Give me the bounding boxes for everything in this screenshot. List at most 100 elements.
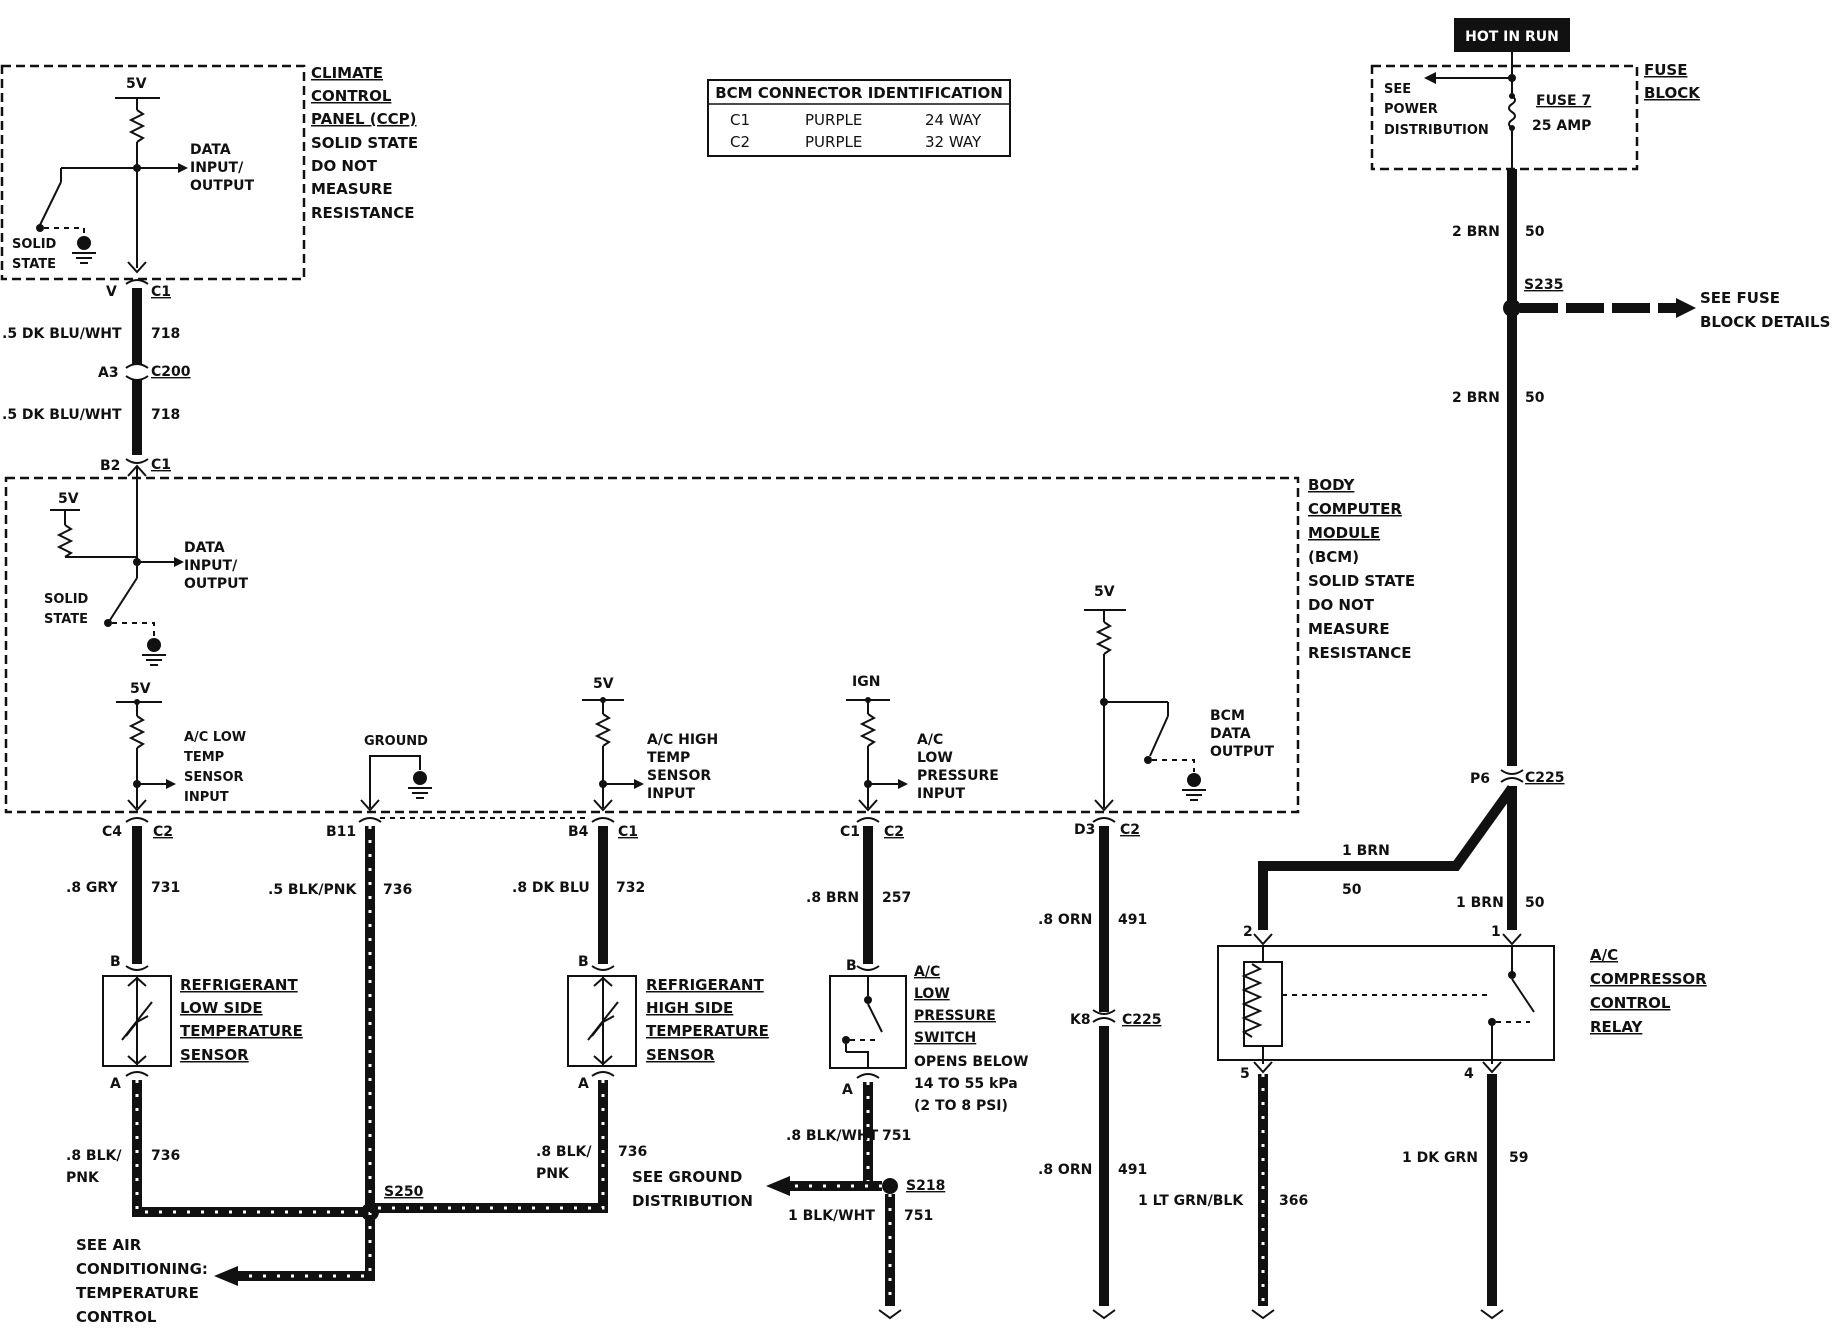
- conn-label: C2: [884, 824, 904, 840]
- ccp-label: RESISTANCE: [311, 204, 414, 222]
- circuit-number: 751: [882, 1128, 911, 1144]
- power-wire: 2 BRN 50 S235 SEE FUSE BLOCK DETAILS 2 B…: [1258, 169, 1830, 930]
- ac-high-temp-input: INPUT: [647, 786, 696, 802]
- bcm-data-wire: D3 C2 .8 ORN 491 K8 C225 .8 ORN 491: [1038, 817, 1162, 1320]
- wire-label: .5 DK BLU/WHT: [2, 326, 122, 342]
- pin-label: C1: [840, 824, 860, 840]
- bcm-label: MEASURE: [1308, 620, 1390, 638]
- bcm-data-output: OUTPUT: [1210, 744, 1274, 760]
- pin-a: A: [578, 1076, 589, 1092]
- bcm-label: (BCM): [1308, 548, 1359, 566]
- body-computer-module: BODY COMPUTER MODULE (BCM) SOLID STATE D…: [4, 476, 1415, 814]
- bcm-solid-state: STATE: [44, 612, 88, 627]
- bcm-data-io: OUTPUT: [184, 576, 248, 592]
- ccp-data-io: OUTPUT: [190, 178, 254, 194]
- bcm-label: COMPUTER: [1308, 500, 1402, 518]
- wire-label: 1 BRN: [1456, 895, 1504, 911]
- ac-low-pressure-input: LOW: [917, 750, 953, 766]
- circuit-number: 50: [1525, 895, 1545, 911]
- relay-coil-icon: [1241, 963, 1263, 1038]
- conn-c200: C200: [151, 364, 191, 380]
- pin-p6: P6: [1470, 771, 1490, 787]
- relay-label: RELAY: [1590, 1018, 1644, 1036]
- bcm-data-io: INPUT/: [184, 558, 238, 574]
- ign-label: IGN: [852, 674, 880, 690]
- pin-b2: B2: [100, 458, 120, 474]
- bcm-table-color: PURPLE: [805, 133, 862, 151]
- ccp-label: PANEL (CCP): [311, 110, 417, 128]
- switch-label: A/C: [914, 964, 940, 980]
- circuit-number: 50: [1342, 882, 1362, 898]
- relay-label: CONTROL: [1590, 994, 1671, 1012]
- relay-pin: 5: [1240, 1066, 1250, 1082]
- bcm-table-title: BCM CONNECTOR IDENTIFICATION: [715, 84, 1003, 102]
- pin-b: B: [846, 958, 857, 974]
- circuit-number: 257: [882, 890, 911, 906]
- switch-note: 14 TO 55 kPa: [914, 1076, 1018, 1092]
- see-ground-distribution: DISTRIBUTION: [632, 1192, 753, 1210]
- ccp-bcm-wire: V C1 .5 DK BLU/WHT 718 A3 C200 .5 DK BLU…: [2, 279, 191, 562]
- ccp-label: MEASURE: [311, 180, 393, 198]
- switch-note: (2 TO 8 PSI): [914, 1098, 1008, 1114]
- climate-control-panel: CLIMATE CONTROL PANEL (CCP) SOLID STATE …: [0, 64, 418, 281]
- bcm-label: DO NOT: [1308, 596, 1375, 614]
- relay-label: COMPRESSOR: [1590, 970, 1707, 988]
- circuit-number: 732: [616, 880, 645, 896]
- bcm-data-output: BCM: [1210, 708, 1245, 724]
- ac-high-temp-input: SENSOR: [647, 768, 711, 784]
- circuit-number: 718: [151, 407, 180, 423]
- see-fuse-block: SEE FUSE: [1700, 289, 1780, 307]
- ccp-label: CONTROL: [311, 87, 392, 105]
- ac-low-pressure-switch: C1 C2 .8 BRN 257 B A A/C LOW PRESSURE SW…: [632, 817, 1028, 1320]
- relay-pin: 4: [1464, 1066, 1474, 1082]
- fuse-icon: [1508, 95, 1516, 129]
- ccp-5v: 5V: [126, 76, 147, 92]
- ac-low-temp-input: A/C LOW: [184, 730, 246, 745]
- splice-s218: [882, 1178, 898, 1194]
- wire-label: .8 ORN: [1038, 912, 1092, 928]
- see-power-2: POWER: [1384, 102, 1438, 117]
- ccp-data-io: INPUT/: [190, 160, 244, 176]
- bcm-ground-label: GROUND: [364, 734, 428, 749]
- splice-label: S218: [906, 1178, 945, 1194]
- ac-low-temp-input: SENSOR: [184, 770, 244, 785]
- ac-high-temp-input: A/C HIGH: [647, 732, 718, 748]
- wire-label: 1 DK GRN: [1402, 1150, 1478, 1166]
- wire-label: 1 LT GRN/BLK: [1138, 1193, 1244, 1209]
- hot-in-run-label: HOT IN RUN: [1465, 29, 1559, 45]
- wire-label: .8 DK BLU: [512, 880, 590, 896]
- see-power-1: SEE: [1384, 82, 1411, 97]
- data-output-5v: 5V: [1094, 584, 1115, 600]
- bcm-label: MODULE: [1308, 524, 1380, 542]
- circuit-number: 50: [1525, 390, 1545, 406]
- circuit-number: 366: [1279, 1193, 1308, 1209]
- pin-label: D3: [1074, 822, 1095, 838]
- pin-a: A: [110, 1076, 121, 1092]
- circuit-number: 751: [904, 1208, 933, 1224]
- ac-low-temp-input: TEMP: [184, 750, 224, 765]
- ac-low-temp-input: INPUT: [184, 790, 229, 805]
- switch-note: OPENS BELOW: [914, 1054, 1028, 1070]
- conn-c1: C1: [151, 457, 171, 473]
- pin-label: C4: [102, 824, 122, 840]
- fuse-block: FUSE BLOCK FUSE 7 25 AMP SEE POWER DISTR…: [1370, 52, 1701, 171]
- sensor-label: TEMPERATURE: [646, 1022, 769, 1040]
- see-power-3: DISTRIBUTION: [1384, 123, 1489, 138]
- ccp-label: SOLID STATE: [311, 134, 418, 152]
- pin-a: A: [842, 1082, 853, 1098]
- bcm-table-conn: C1: [730, 111, 750, 129]
- ac-low-pressure-input: INPUT: [917, 786, 966, 802]
- wire-label: .8 GRY: [66, 880, 118, 896]
- bcm-table-color: PURPLE: [805, 111, 862, 129]
- bcm-data-output: DATA: [1210, 726, 1251, 742]
- see-air-conditioning: CONDITIONING:: [76, 1260, 208, 1278]
- circuit-number: 736: [383, 882, 412, 898]
- ccp-solid-state: SOLID: [12, 237, 57, 252]
- bcm-label: SOLID STATE: [1308, 572, 1415, 590]
- sensor-label: HIGH SIDE: [646, 999, 733, 1017]
- circuit-number: 491: [1118, 1162, 1147, 1178]
- circuit-number: 731: [151, 880, 180, 896]
- wire-label: 1 BLK/WHT: [788, 1208, 875, 1224]
- wire-label: .5 BLK/PNK: [268, 882, 357, 898]
- see-air-conditioning: SEE AIR: [76, 1236, 142, 1254]
